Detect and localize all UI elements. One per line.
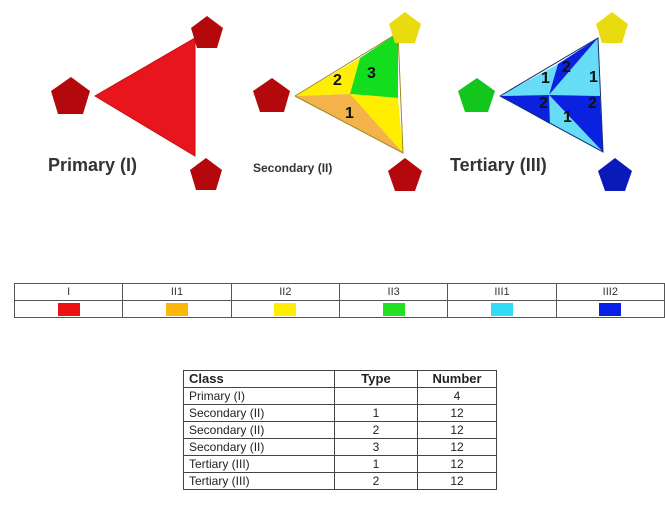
type-cell: 1 [334, 404, 418, 422]
legend-header: III2 [555, 283, 665, 301]
tertiary-number: 1 [589, 69, 598, 86]
secondary-label: Secondary (II) [253, 161, 332, 175]
legend-cell [447, 300, 557, 318]
table-row: Tertiary (III) 1 12 [183, 455, 497, 473]
pentagon-icon [253, 78, 290, 112]
legend-cell [338, 300, 449, 318]
type-cell [334, 387, 418, 405]
tertiary-label: Tertiary (III) [450, 155, 547, 175]
type-cell: 3 [334, 438, 418, 456]
class-cell: Secondary (II) [183, 421, 335, 439]
secondary-edges [294, 32, 404, 154]
tertiary-number: 2 [539, 95, 548, 112]
number-cell: 12 [417, 455, 497, 473]
number-cell: 12 [417, 404, 497, 422]
legend-swatch-row [13, 300, 665, 318]
column-header: Number [417, 370, 497, 388]
table-row: Primary (I) 4 [183, 387, 497, 405]
color-swatch [382, 302, 405, 316]
secondary-region-yellow-right [350, 94, 403, 153]
secondary-region-3 [350, 33, 398, 98]
legend-header: II2 [230, 283, 340, 301]
tertiary-edges [499, 37, 604, 153]
legend-cell [122, 300, 232, 318]
primary-triangle [95, 38, 195, 156]
tertiary-number: 1 [563, 109, 572, 126]
table-header-row: Class Type Number [183, 370, 497, 388]
tertiary-region [500, 64, 558, 96]
pentagon-icon [388, 158, 422, 191]
number-cell: 12 [417, 472, 497, 490]
color-swatch [57, 302, 80, 316]
pentagon-icon [51, 77, 90, 114]
column-header: Type [334, 370, 418, 388]
legend-header: I [13, 283, 124, 301]
class-cell: Tertiary (III) [183, 455, 335, 473]
class-cell: Secondary (II) [183, 404, 335, 422]
table-row: Secondary (II) 1 12 [183, 404, 497, 422]
table-row: Tertiary (III) 2 12 [183, 472, 497, 490]
pentagon-icon [389, 12, 421, 43]
type-cell: 2 [334, 472, 418, 490]
type-cell: 1 [334, 455, 418, 473]
number-cell: 4 [417, 387, 497, 405]
legend-header-row: I II1 II2 II3 III1 III2 [13, 283, 665, 301]
number-cell: 12 [417, 438, 497, 456]
secondary-number: 2 [333, 72, 342, 89]
legend-cell [230, 300, 340, 318]
primary-label: Primary (I) [48, 155, 137, 175]
primary-figure: Primary (I) [48, 16, 223, 190]
color-swatch [599, 302, 622, 316]
legend-cell [13, 300, 124, 318]
table-row: Secondary (II) 2 12 [183, 421, 497, 439]
legend-header: II3 [338, 283, 449, 301]
pentagon-icon [190, 158, 222, 190]
secondary-number: 1 [345, 105, 354, 122]
tertiary-region [549, 38, 600, 96]
class-cell: Tertiary (III) [183, 472, 335, 490]
color-swatch [490, 302, 513, 316]
pentagon-icon [596, 12, 628, 43]
primary-triangle-shade [94, 37, 196, 157]
color-swatch [165, 302, 188, 316]
tertiary-region [549, 95, 603, 152]
secondary-number: 3 [367, 65, 376, 82]
orientation-diagram: Primary (I) 1 2 3 Secondary (II) 1 2 1 2… [48, 12, 632, 191]
number-cell: 12 [417, 421, 497, 439]
type-cell: 2 [334, 421, 418, 439]
class-count-table: Class Type Number Primary (I) 4 Secondar… [183, 370, 497, 490]
tertiary-number: 2 [562, 59, 571, 76]
table-row: Secondary (II) 3 12 [183, 438, 497, 456]
tertiary-number: 1 [541, 70, 550, 87]
pentagon-icon [598, 158, 632, 191]
color-legend: I II1 II2 II3 III1 III2 [13, 283, 665, 318]
tertiary-figure: 1 2 1 2 1 2 Tertiary (III) [450, 12, 632, 191]
legend-header: II1 [122, 283, 232, 301]
pentagon-icon [191, 16, 223, 48]
class-cell: Primary (I) [183, 387, 335, 405]
secondary-figure: 1 2 3 Secondary (II) [253, 12, 422, 191]
tertiary-number: 2 [588, 95, 597, 112]
pentagon-icon [458, 78, 495, 112]
class-cell: Secondary (II) [183, 438, 335, 456]
column-header: Class [183, 370, 335, 388]
legend-header: III1 [447, 283, 557, 301]
color-swatch [274, 302, 297, 316]
legend-cell [555, 300, 665, 318]
